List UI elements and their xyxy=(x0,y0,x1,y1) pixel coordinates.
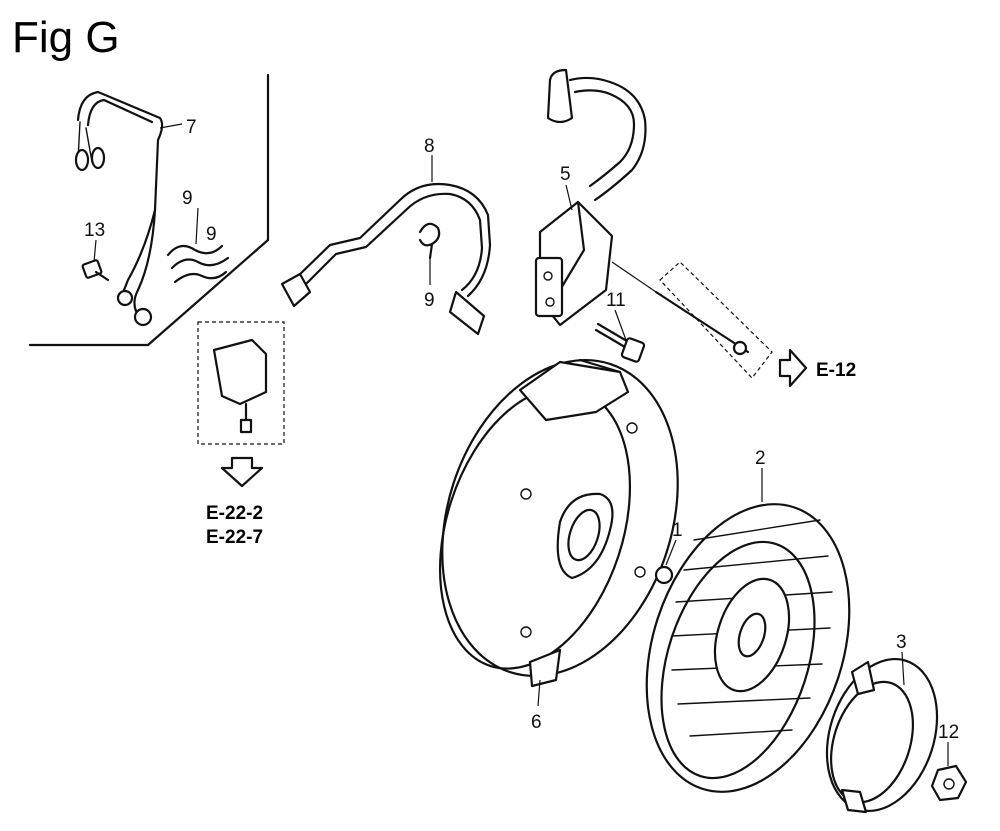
callout-9: 9 xyxy=(424,290,435,311)
callout-1: 1 xyxy=(672,520,683,541)
outline-arrow-down-icon xyxy=(220,456,264,488)
part-5-ignition-coil xyxy=(534,68,647,327)
part-2-flywheel xyxy=(645,503,851,793)
part-6-fan-shroud xyxy=(438,358,679,688)
callout-3: 3 xyxy=(896,632,907,653)
callout-6: 6 xyxy=(531,712,542,733)
part-1-nut xyxy=(654,565,674,585)
callout-7: 7 xyxy=(186,117,197,138)
callout-5: 5 xyxy=(560,164,571,185)
dashed-reference-box-e12 xyxy=(611,261,773,379)
callout-11: 11 xyxy=(606,290,626,311)
part-3-starter-pulley xyxy=(825,657,939,814)
reference-e22-7: E-22-7 xyxy=(206,527,263,548)
dashed-reference-box-e22 xyxy=(197,321,285,445)
callout-8: 8 xyxy=(424,136,435,157)
inset-frame xyxy=(28,73,270,347)
callout-10: 9 xyxy=(182,188,193,209)
outline-arrow-right-icon xyxy=(778,348,808,388)
reference-e22-2: E-22-2 xyxy=(206,503,263,524)
callout-2: 2 xyxy=(755,448,766,469)
figure-title: Fig G xyxy=(12,13,120,62)
part-8-ground-wire xyxy=(280,182,492,336)
callout-13: 13 xyxy=(84,220,105,241)
part-13-bolt xyxy=(81,259,110,282)
callout-leaders xyxy=(93,123,949,766)
part-7-wire-harness xyxy=(74,90,164,327)
part-11-bolt xyxy=(594,322,646,363)
callout-9-inset: 9 xyxy=(206,224,217,245)
part-10-clamp xyxy=(166,244,230,284)
callout-numbers: 7 8 5 13 9 9 9 11 2 1 6 3 12 xyxy=(84,117,959,743)
callout-12: 12 xyxy=(938,722,959,743)
part-12-flange-nut xyxy=(930,764,968,802)
part-9-clip xyxy=(418,222,441,260)
reference-e12: E-12 xyxy=(816,360,856,381)
